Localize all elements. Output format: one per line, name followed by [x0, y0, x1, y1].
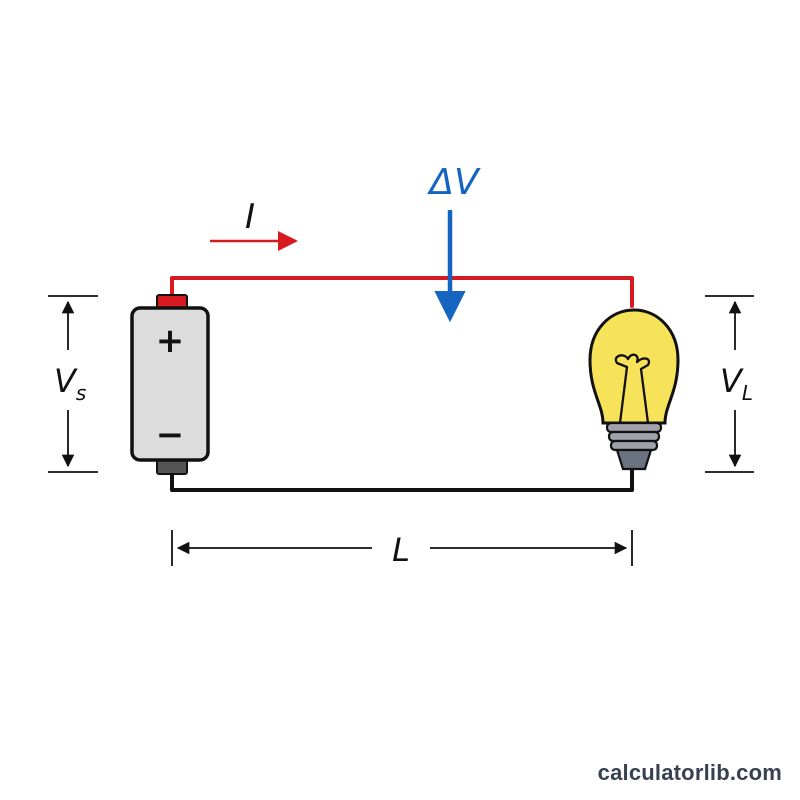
load-voltage-dimension	[705, 295, 754, 473]
load-voltage-subscript: L	[742, 381, 753, 405]
battery-minus-symbol: −	[156, 415, 185, 455]
source-voltage-dimension	[48, 295, 98, 473]
length-dimension	[171, 530, 633, 566]
source-voltage-main: V	[54, 362, 78, 400]
negative-wire	[170, 468, 634, 492]
source-voltage-label: Vs	[54, 362, 86, 405]
voltage-drop-label: ΔV	[426, 162, 481, 203]
positive-wire	[170, 276, 634, 308]
load-voltage-label: VL	[720, 362, 753, 405]
length-label: L	[392, 531, 410, 569]
lightbulb-icon	[588, 308, 680, 471]
watermark: calculatorlib.com	[597, 760, 782, 785]
source-voltage-subscript: s	[76, 381, 86, 405]
battery-plus-symbol: +	[156, 321, 185, 361]
load-voltage-main: V	[720, 362, 744, 400]
current-label: I	[245, 197, 255, 237]
battery-icon	[130, 294, 210, 475]
